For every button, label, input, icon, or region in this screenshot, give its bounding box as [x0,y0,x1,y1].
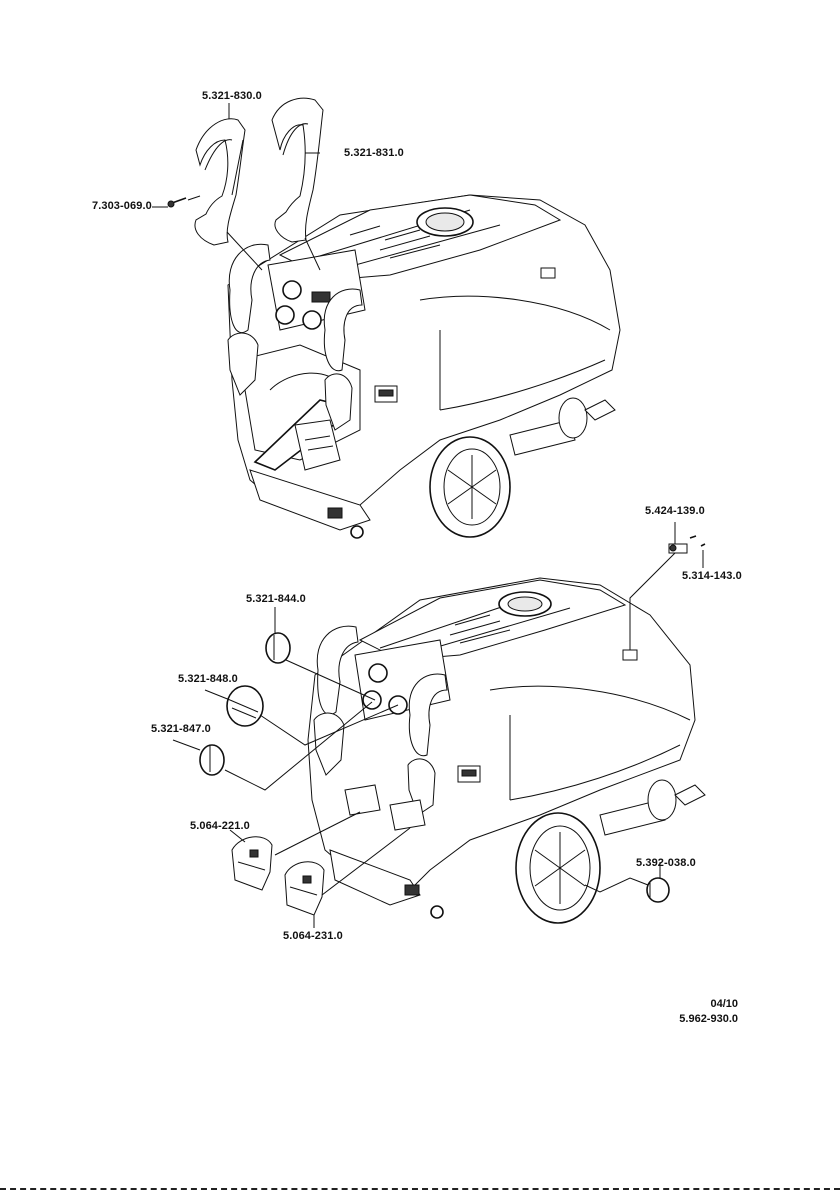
bottom-border [0,1188,840,1190]
handle-right-part [272,98,323,242]
label-knob-small: 5.321-844.0 [246,593,306,605]
lower-machine-body [308,578,705,923]
clip-part [669,536,705,553]
label-knob-pointer: 5.321-847.0 [151,723,211,735]
label-pin: 5.314-143.0 [682,570,742,582]
wheel-cap-part [647,878,669,902]
label-screw: 7.303-069.0 [92,200,152,212]
label-clip: 5.424-139.0 [645,505,705,517]
label-handle-right: 5.321-831.0 [344,147,404,159]
knob-small-part [266,633,290,663]
knob-large-part [227,686,263,726]
footer-document-number: 5.962-930.0 [660,1013,738,1025]
handle-left-part [195,119,245,245]
holder-left-part [232,837,272,890]
label-handle-left: 5.321-830.0 [202,90,262,102]
label-holder-right: 5.064-231.0 [283,930,343,942]
label-wheel-cap: 5.392-038.0 [636,857,696,869]
label-knob-large: 5.321-848.0 [178,673,238,685]
holder-right-part [285,862,324,915]
footer-date: 04/10 [700,998,738,1010]
upper-machine-body [228,195,620,538]
label-holder-left: 5.064-221.0 [190,820,250,832]
screw-part [168,198,186,207]
knob-pointer-part [200,745,224,775]
